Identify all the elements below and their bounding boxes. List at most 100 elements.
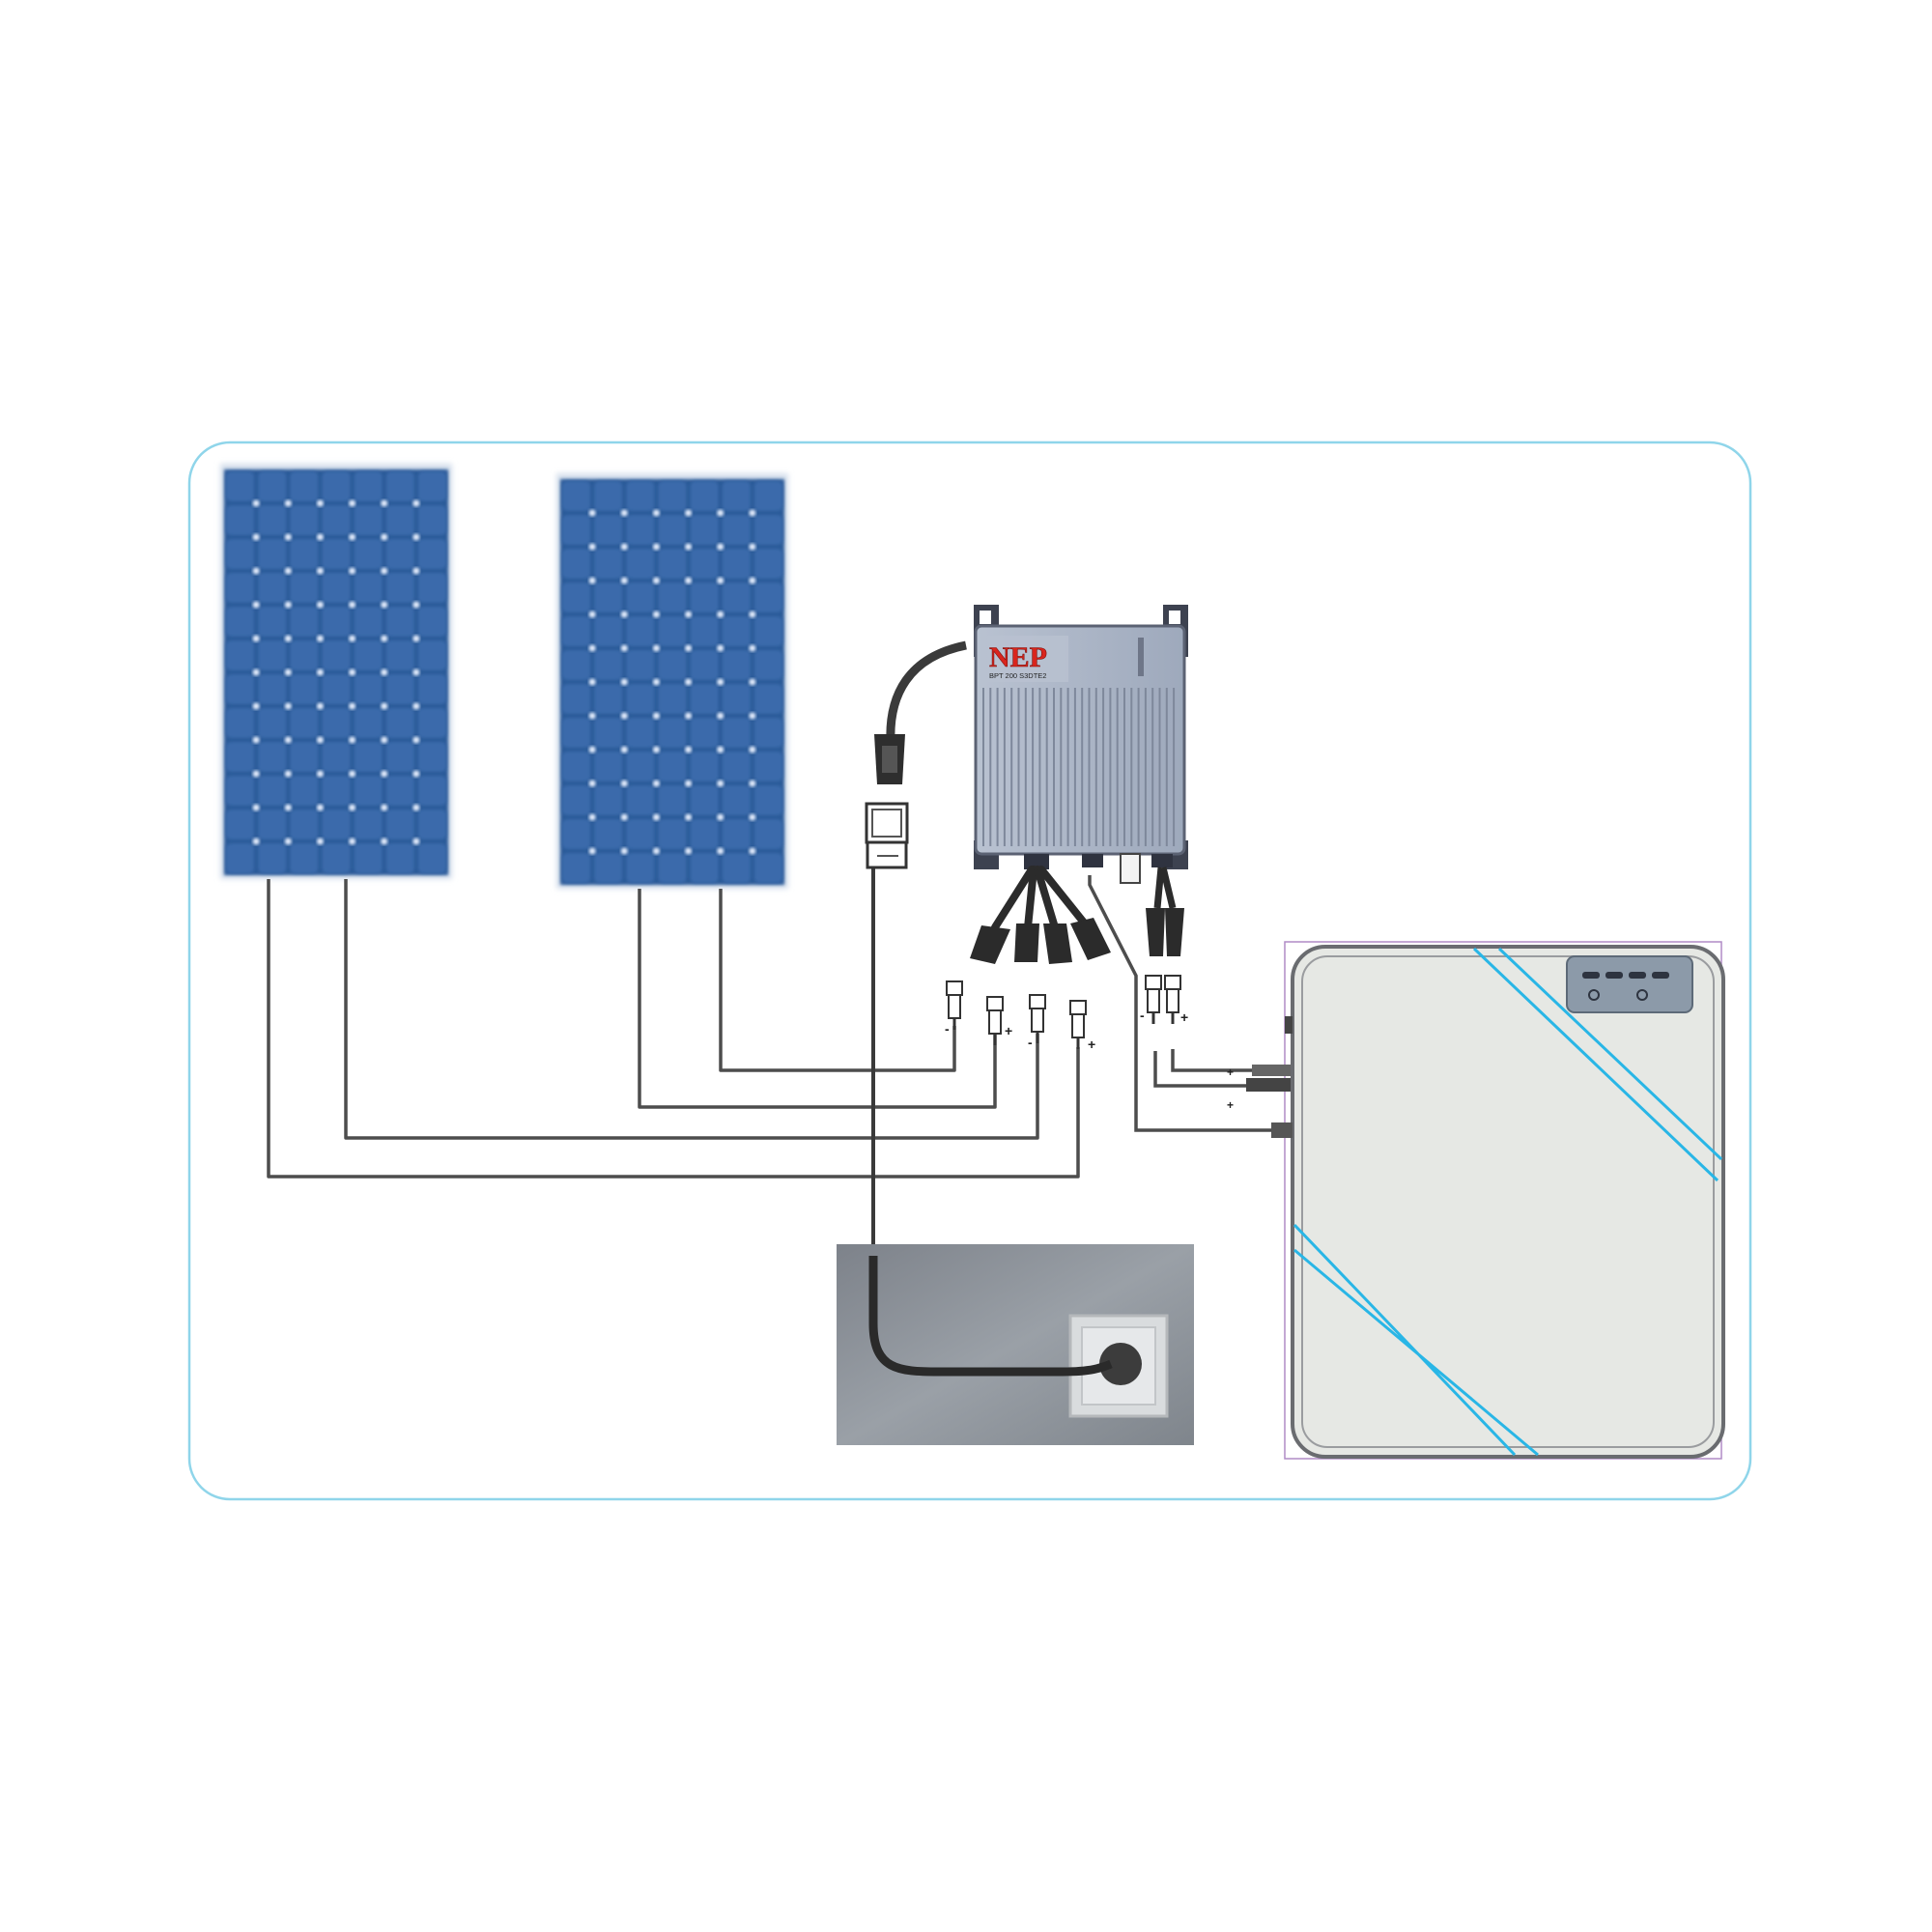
solar-cell — [723, 515, 751, 545]
cell-junction — [685, 747, 692, 753]
cell-junction — [653, 645, 660, 652]
cell-junction — [685, 578, 692, 584]
solar-cell — [355, 708, 383, 738]
mc4-connector-icon: - — [1028, 995, 1045, 1050]
plus-label: + — [1088, 1037, 1095, 1052]
solar-cell — [386, 573, 414, 603]
solar-cell — [355, 471, 383, 501]
cell-junction — [412, 669, 419, 676]
battery-comm-port — [1271, 1122, 1293, 1138]
cable-panel2-positive — [721, 889, 954, 1070]
solar-cell — [418, 776, 446, 806]
cell-junction — [749, 781, 755, 787]
solar-cell — [691, 752, 719, 781]
cable-panel1-positive — [346, 879, 1037, 1138]
cell-junction — [317, 838, 324, 845]
dc-cables — [269, 879, 1078, 1177]
cell-junction — [589, 578, 596, 584]
cell-junction — [621, 679, 628, 686]
cell-junction — [653, 611, 660, 618]
solar-cell — [691, 853, 719, 883]
solar-cell — [258, 471, 286, 501]
cell-junction — [253, 602, 260, 609]
cell-junction — [381, 771, 387, 778]
cell-junction — [717, 747, 724, 753]
solar-cell — [258, 539, 286, 569]
solar-cell — [322, 607, 350, 637]
solar-cell — [322, 573, 350, 603]
solar-cell — [258, 776, 286, 806]
solar-cell — [658, 515, 686, 545]
cell-junction — [253, 500, 260, 507]
solar-cell — [386, 640, 414, 670]
solar-cell — [562, 718, 590, 748]
solar-cell — [691, 582, 719, 612]
solar-cell — [691, 515, 719, 545]
cell-junction — [285, 602, 292, 609]
solar-cell — [322, 674, 350, 704]
cell-junction — [685, 713, 692, 720]
cell-junction — [317, 669, 324, 676]
solar-cell — [658, 616, 686, 646]
solar-cell — [386, 843, 414, 873]
solar-cell — [723, 650, 751, 680]
battery-icon — [1246, 942, 1723, 1459]
cell-junction — [621, 645, 628, 652]
solar-cell — [658, 481, 686, 511]
solar-cell — [562, 481, 590, 511]
cell-junction — [253, 703, 260, 710]
inverter-battery-leads — [1146, 867, 1184, 956]
cell-junction — [749, 848, 755, 855]
cell-junction — [349, 500, 355, 507]
solar-cell — [723, 549, 751, 579]
plus-label: + — [1227, 1065, 1234, 1079]
cell-junction — [589, 747, 596, 753]
cell-junction — [621, 510, 628, 517]
solar-cell — [226, 607, 254, 637]
mc4-connector-icon: + — [1070, 1001, 1095, 1052]
cell-junction — [749, 544, 755, 551]
solar-cell — [386, 607, 414, 637]
minus-label: - — [1140, 1008, 1145, 1023]
inverter-dc-leads — [995, 869, 1088, 927]
cell-junction — [285, 568, 292, 575]
cell-junction — [349, 669, 355, 676]
cell-junction — [717, 781, 724, 787]
solar-cell — [226, 843, 254, 873]
cell-junction — [653, 510, 660, 517]
solar-cell — [754, 481, 782, 511]
cell-junction — [749, 578, 755, 584]
cell-junction — [317, 771, 324, 778]
cell-junction — [685, 814, 692, 821]
inverter-brand: NEP — [989, 641, 1047, 673]
cell-junction — [717, 611, 724, 618]
solar-cell — [386, 742, 414, 772]
solar-cell — [418, 742, 446, 772]
cell-junction — [653, 848, 660, 855]
solar-cell — [290, 843, 318, 873]
cell-junction — [317, 805, 324, 811]
cell-junction — [685, 611, 692, 618]
cell-junction — [621, 781, 628, 787]
battery-control-panel — [1567, 956, 1692, 1012]
solar-cell — [226, 776, 254, 806]
solar-cell — [386, 776, 414, 806]
solar-cell — [723, 582, 751, 612]
cell-junction — [412, 500, 419, 507]
solar-cell — [418, 573, 446, 603]
solar-cell — [754, 582, 782, 612]
cell-junction — [653, 578, 660, 584]
solar-panel-right — [556, 473, 788, 889]
solar-cell — [594, 853, 622, 883]
solar-cell — [355, 843, 383, 873]
solar-cell — [626, 582, 654, 612]
mc4-connector-icon: + — [987, 997, 1012, 1045]
cell-junction — [653, 544, 660, 551]
solar-cell — [226, 573, 254, 603]
solar-panel-icon — [224, 469, 448, 875]
solar-cell — [594, 582, 622, 612]
cell-junction — [749, 713, 755, 720]
wall-outlet-photo — [837, 1244, 1194, 1445]
solar-cell — [754, 785, 782, 815]
cell-junction — [717, 544, 724, 551]
